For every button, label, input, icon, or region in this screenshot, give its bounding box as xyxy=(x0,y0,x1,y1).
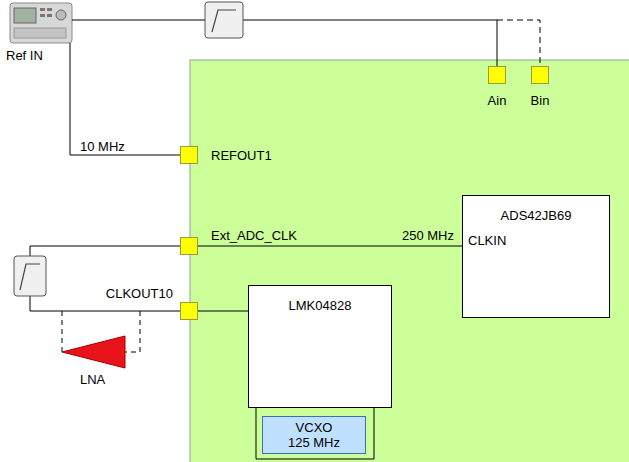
chip-box: LMK04828 xyxy=(248,285,392,408)
part-label: LNA xyxy=(80,372,105,387)
connector-pad: CLKOUT10 xyxy=(180,302,198,320)
signal-wire xyxy=(198,246,462,247)
filter-symbol xyxy=(20,264,40,290)
generator-knob xyxy=(56,10,66,20)
oscillator-label: VCXO 125 MHz xyxy=(287,420,341,450)
chip-name: LMK04828 xyxy=(249,298,391,313)
generator-body xyxy=(10,3,72,43)
wire xyxy=(72,20,205,21)
filter-box xyxy=(205,2,243,38)
connector-pad: Ext_ADC_CLK xyxy=(180,237,198,255)
circuit-board xyxy=(190,60,629,462)
lna-triangle xyxy=(62,336,125,368)
pad-label: Ext_ADC_CLK xyxy=(211,228,297,243)
frequency-label: 10 MHz xyxy=(80,139,125,154)
pad-label: Bin xyxy=(531,93,550,108)
filter-box xyxy=(14,256,46,296)
filter-symbol xyxy=(212,10,236,32)
wire xyxy=(30,246,180,256)
part-label: Ref IN xyxy=(6,48,43,63)
connector-pad: REFOUT1 xyxy=(180,146,198,164)
generator-button xyxy=(40,8,45,11)
pad-label: Ain xyxy=(488,93,507,108)
connector-pad: Bin xyxy=(531,66,549,84)
generator-screen xyxy=(14,8,36,23)
vcxo-frame xyxy=(256,408,374,459)
frequency-label: 250 MHz xyxy=(402,228,454,243)
generator-button xyxy=(40,14,45,17)
bandpass-filter xyxy=(14,256,46,296)
bandpass-filter xyxy=(205,2,243,38)
wire xyxy=(243,20,497,66)
dashed-wire xyxy=(125,311,140,352)
oscillator-box: VCXO 125 MHz xyxy=(262,416,366,454)
dashed-wire xyxy=(62,311,63,352)
wire xyxy=(70,43,180,155)
signal-wire xyxy=(198,311,248,312)
pin-name: CLKIN xyxy=(463,233,609,248)
connector-pad: Ain xyxy=(488,66,506,84)
signal-generator xyxy=(10,3,72,43)
pad-label: CLKOUT10 xyxy=(106,286,173,301)
chip-box: ADS42JB69CLKIN xyxy=(462,195,610,318)
generator-keypad xyxy=(14,28,66,38)
dashed-wire xyxy=(497,20,540,66)
chip-name: ADS42JB69 xyxy=(463,208,609,223)
generator-button xyxy=(47,14,52,17)
pad-label: REFOUT1 xyxy=(211,148,272,163)
generator-button xyxy=(47,8,52,11)
